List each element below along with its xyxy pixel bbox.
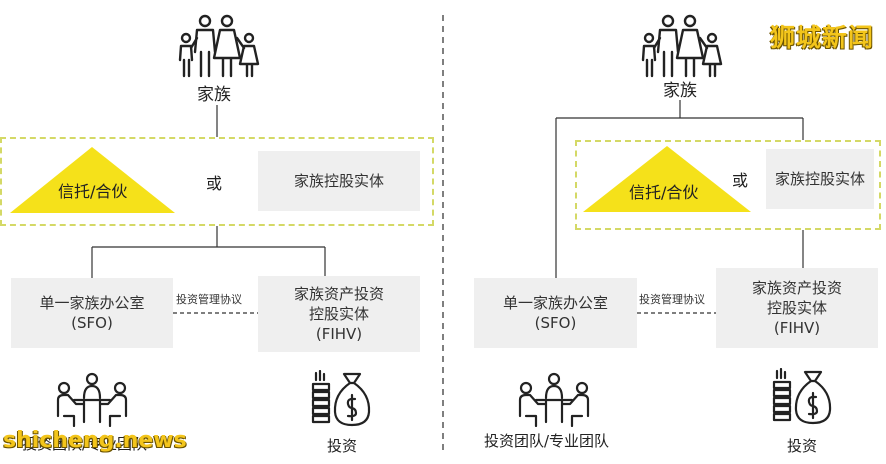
fihv-line1: 家族资产投资 (293, 285, 384, 303)
or-label: 或 (206, 174, 223, 193)
holding-entity-label: 家族控股实体 (293, 172, 384, 190)
fihv-line3: (FIHV) (315, 325, 363, 343)
holding-entity-box: 家族控股实体 (258, 151, 420, 211)
team-label: 投资团队/专业团队 (484, 432, 610, 450)
money-bag-icon (772, 368, 832, 425)
holding-entity-box: 家族控股实体 (766, 149, 874, 209)
trust-triangle (10, 147, 175, 213)
trust-or-holding-group (575, 140, 881, 230)
sfo-box: 单一家族办公室 (SFO) (474, 278, 637, 348)
trust-triangle (583, 146, 751, 212)
holding-entity-label: 家族控股实体 (774, 170, 865, 188)
team-label: 投资团队/专业团队 (22, 435, 148, 453)
team-meeting-icon (56, 372, 128, 427)
sfo-line1: 单一家族办公室 (39, 294, 145, 312)
or-label: 或 (732, 171, 749, 190)
team-meeting-icon (518, 372, 590, 427)
agreement-label: 投资管理协议 (639, 293, 705, 306)
watermark-top-right: 狮城新闻 (770, 23, 875, 52)
trust-label: 信托/合伙 (58, 182, 128, 201)
fihv-line2: 控股实体 (766, 299, 827, 317)
sfo-box: 单一家族办公室 (SFO) (11, 278, 173, 348)
watermark-bottom-left: shicheng.news (3, 428, 187, 453)
invest-label: 投资 (327, 437, 358, 455)
money-bag-icon (311, 370, 371, 427)
trust-label: 信托/合伙 (629, 183, 699, 202)
family-icon (178, 14, 260, 78)
family-label: 家族 (663, 81, 697, 101)
trust-or-holding-group (0, 137, 434, 226)
fihv-box: 家族资产投资 控股实体 (FIHV) (716, 268, 878, 348)
fihv-line1: 家族资产投资 (751, 279, 842, 297)
invest-label: 投资 (787, 437, 818, 455)
fihv-line3: (FIHV) (773, 319, 821, 337)
family-icon (641, 14, 723, 78)
family-label: 家族 (197, 85, 231, 105)
agreement-label: 投资管理协议 (176, 293, 242, 306)
sfo-line2: (SFO) (71, 314, 113, 332)
fihv-box: 家族资产投资 控股实体 (FIHV) (258, 276, 420, 352)
sfo-line1: 单一家族办公室 (502, 294, 608, 312)
fihv-line2: 控股实体 (308, 305, 369, 323)
sfo-line2: (SFO) (534, 314, 577, 332)
